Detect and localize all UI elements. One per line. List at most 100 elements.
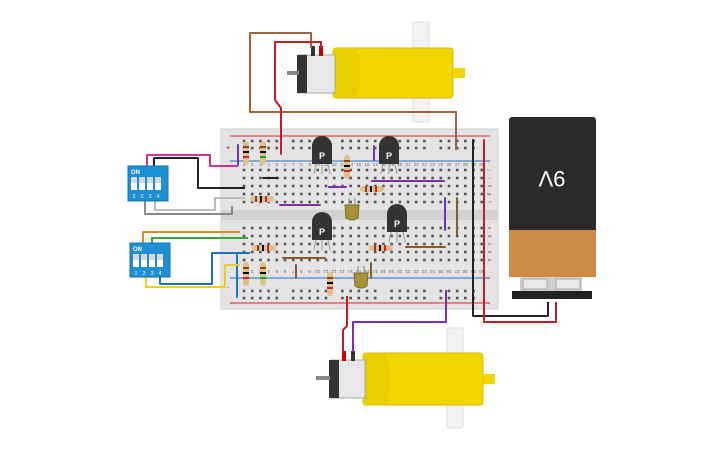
breadboard-hole[interactable]: [480, 192, 484, 196]
breadboard-hole[interactable]: [464, 226, 467, 230]
breadboard-hole[interactable]: [316, 242, 320, 246]
breadboard-hole[interactable]: [406, 258, 410, 262]
rail-hole[interactable]: [250, 296, 254, 300]
rail-hole[interactable]: [349, 289, 352, 293]
breadboard-hole[interactable]: [275, 192, 279, 196]
breadboard-hole[interactable]: [300, 234, 303, 238]
breadboard-hole[interactable]: [283, 250, 287, 254]
breadboard-hole[interactable]: [439, 168, 443, 172]
breadboard-hole[interactable]: [308, 184, 311, 188]
rail-hole[interactable]: [250, 139, 254, 143]
breadboard-hole[interactable]: [267, 258, 270, 262]
breadboard-hole[interactable]: [406, 200, 410, 204]
rail-hole[interactable]: [423, 146, 426, 150]
breadboard-hole[interactable]: [464, 258, 467, 262]
breadboard-hole[interactable]: [259, 258, 262, 262]
breadboard-hole[interactable]: [291, 258, 295, 262]
breadboard-hole[interactable]: [259, 242, 262, 246]
breadboard-hole[interactable]: [283, 192, 287, 196]
breadboard-hole[interactable]: [250, 234, 254, 238]
breadboard-hole[interactable]: [283, 168, 287, 172]
breadboard-hole[interactable]: [373, 250, 377, 254]
breadboard-hole[interactable]: [455, 258, 459, 262]
rail-hole[interactable]: [291, 296, 295, 300]
breadboard-hole[interactable]: [357, 200, 361, 204]
breadboard-hole[interactable]: [431, 258, 434, 262]
rail-hole[interactable]: [300, 296, 303, 300]
breadboard-hole[interactable]: [324, 242, 328, 246]
breadboard-hole[interactable]: [406, 226, 410, 230]
resistor[interactable]: [360, 186, 384, 192]
breadboard-hole[interactable]: [414, 258, 418, 262]
breadboard-hole[interactable]: [390, 200, 393, 204]
rail-hole[interactable]: [349, 146, 352, 150]
breadboard-hole[interactable]: [349, 176, 352, 180]
breadboard-hole[interactable]: [316, 200, 320, 204]
breadboard-hole[interactable]: [259, 234, 262, 238]
rail-hole[interactable]: [414, 289, 418, 293]
breadboard-hole[interactable]: [324, 168, 328, 172]
breadboard-hole[interactable]: [357, 168, 361, 172]
breadboard-hole[interactable]: [332, 234, 336, 238]
breadboard-hole[interactable]: [291, 176, 295, 180]
rail-hole[interactable]: [464, 296, 467, 300]
breadboard-hole[interactable]: [398, 234, 402, 238]
rail-hole[interactable]: [406, 146, 410, 150]
breadboard-hole[interactable]: [316, 176, 320, 180]
resistor[interactable]: [243, 262, 249, 286]
breadboard-hole[interactable]: [464, 200, 467, 204]
rail-hole[interactable]: [365, 296, 369, 300]
rail-hole[interactable]: [316, 289, 320, 293]
breadboard-hole[interactable]: [259, 184, 262, 188]
breadboard-hole[interactable]: [398, 192, 402, 196]
breadboard-hole[interactable]: [357, 176, 361, 180]
rail-hole[interactable]: [267, 296, 270, 300]
breadboard-hole[interactable]: [267, 184, 270, 188]
breadboard-hole[interactable]: [250, 168, 254, 172]
breadboard-hole[interactable]: [316, 250, 320, 254]
breadboard-hole[interactable]: [373, 176, 377, 180]
breadboard-hole[interactable]: [398, 168, 402, 172]
rail-hole[interactable]: [406, 289, 410, 293]
breadboard-hole[interactable]: [414, 192, 418, 196]
breadboard-hole[interactable]: [242, 168, 246, 172]
breadboard-hole[interactable]: [431, 200, 434, 204]
breadboard-hole[interactable]: [365, 234, 369, 238]
rail-hole[interactable]: [365, 146, 369, 150]
breadboard-hole[interactable]: [382, 226, 385, 230]
breadboard-hole[interactable]: [390, 234, 393, 238]
breadboard-hole[interactable]: [390, 192, 393, 196]
breadboard-hole[interactable]: [423, 184, 426, 188]
breadboard-hole[interactable]: [242, 184, 246, 188]
dip-switch-toggle[interactable]: [139, 177, 145, 190]
resistor[interactable]: [252, 245, 276, 251]
breadboard-hole[interactable]: [431, 168, 434, 172]
breadboard-hole[interactable]: [447, 192, 451, 196]
breadboard-hole[interactable]: [398, 176, 402, 180]
breadboard-hole[interactable]: [300, 192, 303, 196]
transistor-q1[interactable]: P: [312, 136, 332, 175]
breadboard-hole[interactable]: [423, 168, 426, 172]
rail-hole[interactable]: [373, 146, 377, 150]
breadboard-hole[interactable]: [300, 250, 303, 254]
battery-9v[interactable]: 9V: [509, 117, 596, 299]
breadboard-hole[interactable]: [259, 226, 262, 230]
breadboard-hole[interactable]: [259, 168, 262, 172]
breadboard-hole[interactable]: [291, 168, 295, 172]
bottom-motor-terminal-2[interactable]: [351, 351, 355, 361]
breadboard-hole[interactable]: [423, 242, 426, 246]
breadboard-hole[interactable]: [291, 250, 295, 254]
breadboard-hole[interactable]: [414, 200, 418, 204]
breadboard-hole[interactable]: [464, 242, 467, 246]
breadboard-hole[interactable]: [267, 250, 270, 254]
rail-hole[interactable]: [406, 296, 410, 300]
breadboard-hole[interactable]: [414, 234, 418, 238]
breadboard-hole[interactable]: [398, 200, 402, 204]
breadboard-hole[interactable]: [308, 242, 311, 246]
breadboard-hole[interactable]: [341, 200, 344, 204]
breadboard-hole[interactable]: [398, 250, 402, 254]
breadboard-hole[interactable]: [365, 192, 369, 196]
breadboard-hole[interactable]: [242, 234, 246, 238]
breadboard-hole[interactable]: [283, 226, 287, 230]
breadboard-hole[interactable]: [423, 226, 426, 230]
